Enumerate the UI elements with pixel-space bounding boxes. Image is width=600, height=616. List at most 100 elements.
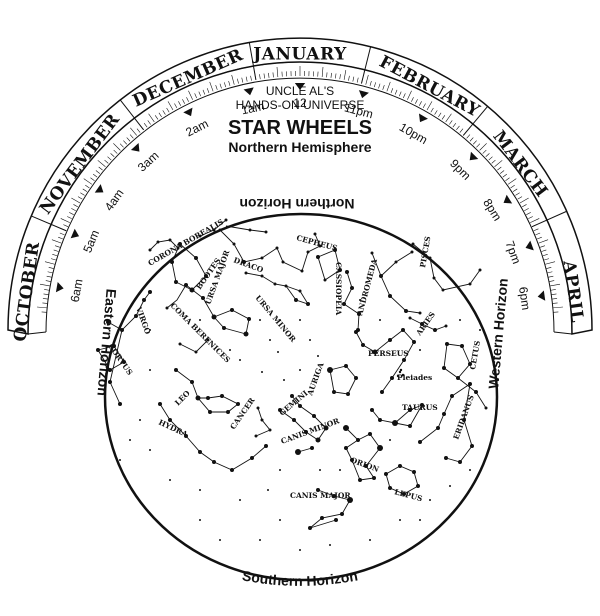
gemini-lines [279,395,327,441]
day-tick [386,81,391,92]
star [420,322,424,326]
day-tick [223,82,227,88]
day-tick [113,149,118,154]
day-tick [178,101,182,106]
hour-label: 10pm [397,120,430,147]
star [399,519,401,521]
star [232,242,236,246]
day-tick [174,103,178,108]
date-ring[interactable] [7,37,593,335]
star [259,539,261,541]
star [170,260,174,264]
star [298,289,302,293]
star [199,489,201,491]
star [442,412,446,416]
star [198,234,202,238]
day-tick [390,88,394,93]
day-tick [198,91,202,97]
star [418,440,422,444]
label-canis-major: CANIS MAJOR [290,491,351,500]
hour-pointer [70,228,80,239]
day-tick [126,137,131,142]
star [442,366,446,370]
star [370,408,374,412]
star [174,368,178,372]
day-tick [52,253,58,257]
ursa-major-lines [185,284,250,335]
star [306,250,310,254]
star [219,539,221,541]
day-tick [473,140,477,145]
day-tick [162,110,166,115]
star [299,369,301,371]
day-tick [348,75,350,81]
hour-label: 5am [80,228,102,255]
day-tick [59,232,65,236]
star [284,284,288,288]
day-tick [73,204,78,208]
day-tick [485,153,490,157]
month-label-january: JANUARY [251,45,347,65]
orion-lines [345,427,381,481]
star [174,280,178,284]
aries-lines [409,317,447,331]
star [119,459,121,461]
star [313,232,317,236]
star [149,369,151,371]
title-hemisphere: Northern Hemisphere [228,139,371,155]
day-tick [499,170,505,174]
day-tick [441,115,446,120]
star [195,395,201,401]
star [392,420,398,426]
star [468,282,472,286]
day-tick [352,76,355,82]
northern-horizon-label: Northern Horizon [239,196,354,212]
day-tick [519,197,529,204]
star [308,526,312,530]
day-tick [188,90,193,100]
star [118,402,122,406]
cancer-lines [255,407,271,437]
star [347,497,353,503]
day-tick [369,80,372,86]
hydra-lines [159,403,267,471]
star [332,390,336,394]
day-tick [497,166,502,171]
star [108,368,112,372]
star [278,408,282,412]
star [226,410,230,414]
star [299,319,301,321]
star [178,242,182,246]
star [194,350,198,354]
star [401,373,405,377]
star [444,324,448,328]
star [458,460,462,464]
star [411,242,415,246]
star [184,434,188,438]
month-label-february: FEBRUARY [376,52,484,122]
day-tick [71,197,81,204]
day-tick [215,85,218,90]
hour-label: 6am [68,278,86,303]
day-tick [69,212,74,215]
star [309,339,311,341]
ursa-minor-lines [245,272,310,305]
day-tick [541,249,547,252]
day-tick [552,302,558,304]
label-cassiopeia: CASSIOPEIA [334,262,343,315]
star [199,319,201,321]
hour-label: 7pm [503,239,524,266]
hour-pointer [55,282,64,293]
sky-window[interactable] [103,212,499,582]
day-tick [533,228,539,232]
star [402,358,406,362]
day-tick [63,224,69,227]
star [206,396,210,400]
star [323,278,327,282]
day-tick [373,82,377,88]
star [398,370,402,374]
day-tick [553,306,564,309]
star [340,512,344,516]
title-block: UNCLE AL'S HANDS-ON UNIVERSE STAR WHEELS… [228,84,372,155]
star [208,410,212,414]
